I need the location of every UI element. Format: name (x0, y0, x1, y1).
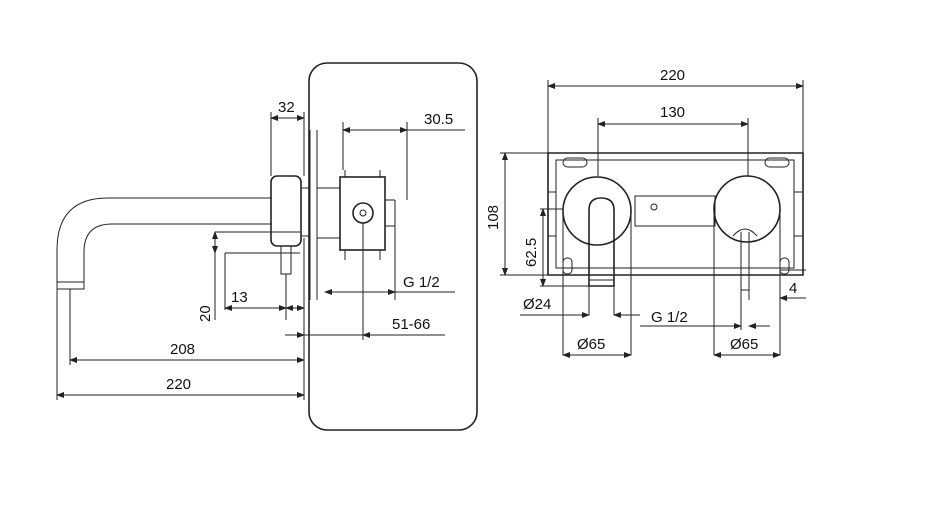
dim-108: 108 (485, 205, 502, 230)
side-view: 32 30.5 G 1/2 20 13 51-66 208 220 (56, 62, 478, 431)
highlight-frame (308, 62, 478, 431)
front-view: 220 130 108 62.5 Ø24 G 1/2 4 Ø65 Ø65 (485, 67, 806, 358)
plate-slot (562, 157, 588, 168)
stem (316, 187, 341, 239)
dim-30-5: 30.5 (424, 111, 453, 128)
collar (300, 187, 311, 237)
dim-dia-65-left: Ø65 (577, 336, 605, 353)
dim-13: 13 (231, 289, 248, 306)
dim-220-front: 220 (660, 67, 685, 84)
dim-dia-65-right: Ø65 (730, 336, 758, 353)
dim-dia-24: Ø24 (523, 296, 551, 313)
connecting-pipe (634, 195, 716, 227)
dim-130: 130 (660, 104, 685, 121)
dim-4: 4 (789, 280, 797, 297)
rosette-left (562, 176, 632, 246)
dim-thread-side: G 1/2 (403, 274, 440, 291)
dim-51-66: 51-66 (392, 316, 430, 333)
mounting-plate (547, 152, 804, 276)
wall-hatch (309, 130, 318, 300)
plate-slot (562, 257, 573, 275)
dim-208: 208 (170, 341, 195, 358)
dim-thread-front: G 1/2 (651, 309, 688, 326)
spout-front (588, 197, 615, 287)
plate-slot (779, 257, 790, 275)
rosette-body (270, 175, 302, 247)
lever (280, 245, 292, 275)
spout-outlet (56, 281, 85, 290)
valve-port (352, 202, 374, 224)
spout-outline (56, 197, 272, 288)
dim-220-side: 220 (166, 376, 191, 393)
lever-front (732, 228, 758, 291)
rosette-right (713, 175, 781, 243)
dim-62-5: 62.5 (523, 238, 540, 267)
dim-32: 32 (278, 99, 295, 116)
dim-20: 20 (197, 305, 214, 322)
plate-slot (764, 157, 790, 168)
